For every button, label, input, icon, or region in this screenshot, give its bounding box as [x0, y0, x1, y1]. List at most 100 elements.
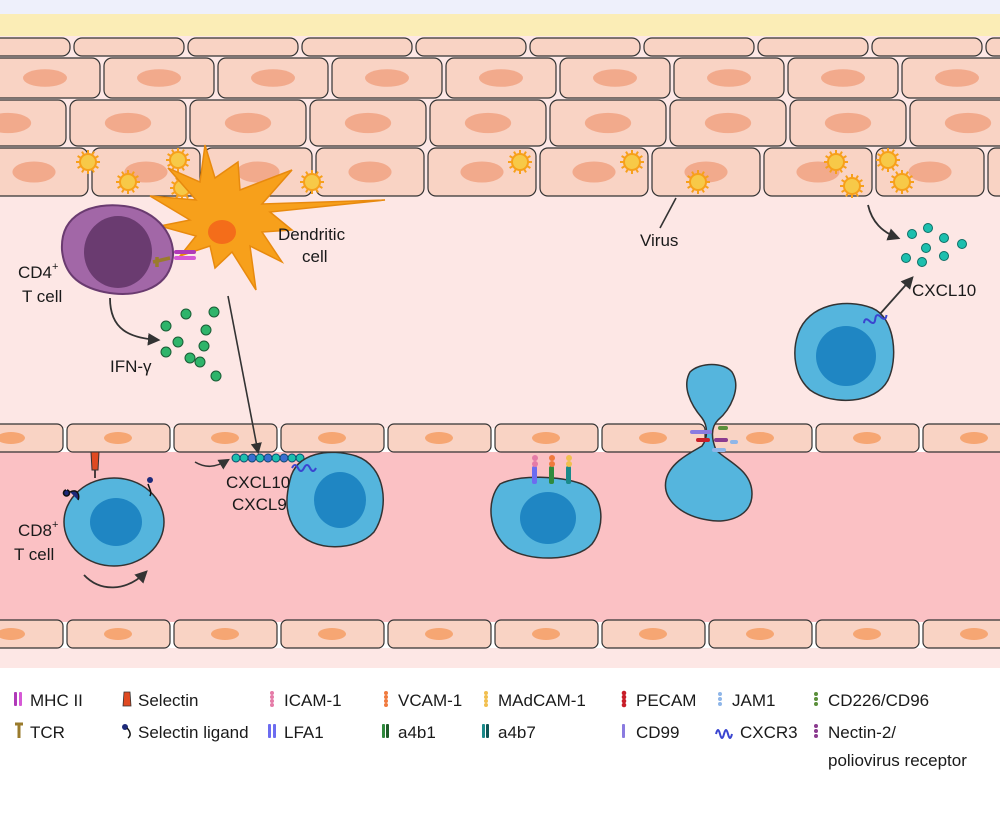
- legend-label-cd226: CD226/CD96: [828, 691, 929, 710]
- legend-label-pecam: PECAM: [636, 691, 696, 710]
- chemokine-dot: [255, 453, 265, 463]
- svg-text:CD4+: CD4+: [18, 261, 58, 282]
- endothelial-nucleus: [318, 432, 346, 444]
- endothelial-nucleus: [211, 628, 239, 640]
- legend-symbol-a4b7: [482, 724, 489, 738]
- epithelial-cell: [643, 37, 755, 57]
- virus-particle: [116, 170, 140, 194]
- label-cxcl10-top: CXCL10: [912, 281, 976, 300]
- legend-symbol-cd99: [622, 724, 625, 738]
- ifn-gamma-molecules: [160, 306, 222, 382]
- chemokine-dot: [263, 453, 273, 463]
- arrow-cd8-rolling: [83, 570, 148, 589]
- cxcl10-dot: [939, 251, 949, 261]
- epithelial-nucleus: [0, 112, 32, 134]
- endothelial-nucleus: [532, 628, 560, 640]
- legend-symbol-jam1: [718, 692, 722, 706]
- legend-symbol-nectin: [814, 724, 818, 738]
- legend-item-vcam1: VCAM-1: [384, 691, 462, 710]
- label-cd4-name: CD4: [18, 263, 52, 282]
- epithelial-nucleus: [572, 161, 616, 183]
- epithelial-cell: [187, 37, 299, 57]
- endothelial-nucleus: [104, 432, 132, 444]
- legend-item-icam1: ICAM-1: [270, 691, 342, 710]
- ifn-gamma-dot: [200, 324, 212, 336]
- arrow-to-chemokine-row: [194, 458, 230, 470]
- legend-item-cxcr3: CXCR3: [715, 723, 798, 742]
- endothelial-nucleus: [532, 432, 560, 444]
- virus-particle: [686, 170, 710, 194]
- legend-item-madcam1: MAdCAM-1: [484, 691, 586, 710]
- arrow-virus-to-cxcl10: [867, 204, 901, 241]
- epithelial-cell: [301, 37, 413, 57]
- label-cxcl10: CXCL10: [226, 473, 290, 492]
- label-chemokines: CXCL10 CXCL9: [226, 473, 290, 514]
- epithelial-nucleus: [821, 69, 865, 87]
- chemokine-dot: [239, 453, 249, 463]
- epithelial-nucleus: [460, 161, 504, 183]
- legend-label-tcr: TCR: [30, 723, 65, 742]
- endothelial-nucleus: [0, 628, 25, 640]
- arrow-dendritic-to-chemokine: [227, 295, 262, 455]
- epithelial-nucleus: [236, 161, 280, 183]
- legend-label-vcam1: VCAM-1: [398, 691, 462, 710]
- virus-pointer-line: [659, 197, 677, 229]
- epithelial-nucleus: [344, 112, 392, 134]
- legend-item-selectin_ligand: Selectin ligand: [122, 723, 249, 742]
- cxcl10-dot: [923, 223, 933, 233]
- legend-symbol-pecam: [621, 690, 627, 708]
- virus-particle: [620, 150, 644, 174]
- label-dendritic-line2: cell: [302, 247, 328, 266]
- transmigrating-t-cell: [664, 363, 753, 522]
- label-cd8-tcell: T cell: [14, 545, 54, 564]
- legend-label-cd99: CD99: [636, 723, 679, 742]
- label-cd4-tcell: T cell: [22, 287, 62, 306]
- legend-symbol-selectin_ligand: [122, 724, 131, 739]
- label-cd8-sup: +: [52, 519, 58, 531]
- endothelial-nucleus: [639, 432, 667, 444]
- junction-molecules: [690, 426, 738, 452]
- epithelial-nucleus: [104, 112, 152, 134]
- top-sky: [0, 0, 1000, 14]
- endothelial-nucleus: [104, 628, 132, 640]
- epithelial-nucleus: [365, 69, 409, 87]
- legend-label-mhc2: MHC II: [30, 691, 83, 710]
- epithelial-nucleus: [707, 69, 751, 87]
- endothelial-nucleus: [0, 432, 25, 444]
- cd4-t-cell: [60, 204, 175, 295]
- chemokine-dot: [231, 453, 241, 463]
- label-dendritic-line1: Dendritic: [278, 225, 346, 244]
- epithelial-nucleus: [584, 112, 632, 134]
- endothelial-nucleus: [318, 628, 346, 640]
- endothelial-nucleus: [746, 628, 774, 640]
- ifn-gamma-dot: [160, 320, 172, 332]
- chemokine-dot: [247, 453, 257, 463]
- endothelial-nucleus: [425, 432, 453, 444]
- virus-particles: [76, 148, 914, 200]
- cxcl10-dot: [917, 257, 927, 267]
- legend-label-a4b1: a4b1: [398, 723, 436, 742]
- endothelial-nucleus: [960, 432, 988, 444]
- legend-item-selectin: Selectin: [122, 691, 198, 710]
- ifn-gamma-dot: [180, 308, 192, 320]
- virus-particle: [508, 150, 532, 174]
- chemokine-dot: [279, 453, 289, 463]
- cxcl10-dot: [901, 253, 911, 263]
- ifn-gamma-dot: [194, 356, 206, 368]
- virus-particle: [876, 148, 900, 172]
- cd8-t-cell: [62, 451, 165, 567]
- arrow-cd4-to-ifn: [109, 297, 161, 346]
- virus-particle: [890, 170, 914, 194]
- dendritic-nucleus: [208, 220, 236, 244]
- epithelial-cell: [73, 37, 185, 57]
- epithelial-cell: [871, 37, 983, 57]
- label-cd8-name: CD8: [18, 521, 52, 540]
- legend-item-a4b7: a4b7: [482, 723, 536, 742]
- legend-item-mhc2: MHC II: [14, 691, 83, 710]
- tissue-t-cell: [794, 302, 895, 402]
- label-virus: Virus: [640, 231, 678, 250]
- epithelial-nucleus: [464, 112, 512, 134]
- legend-label-a4b7: a4b7: [498, 723, 536, 742]
- cxcl10-dot: [939, 233, 949, 243]
